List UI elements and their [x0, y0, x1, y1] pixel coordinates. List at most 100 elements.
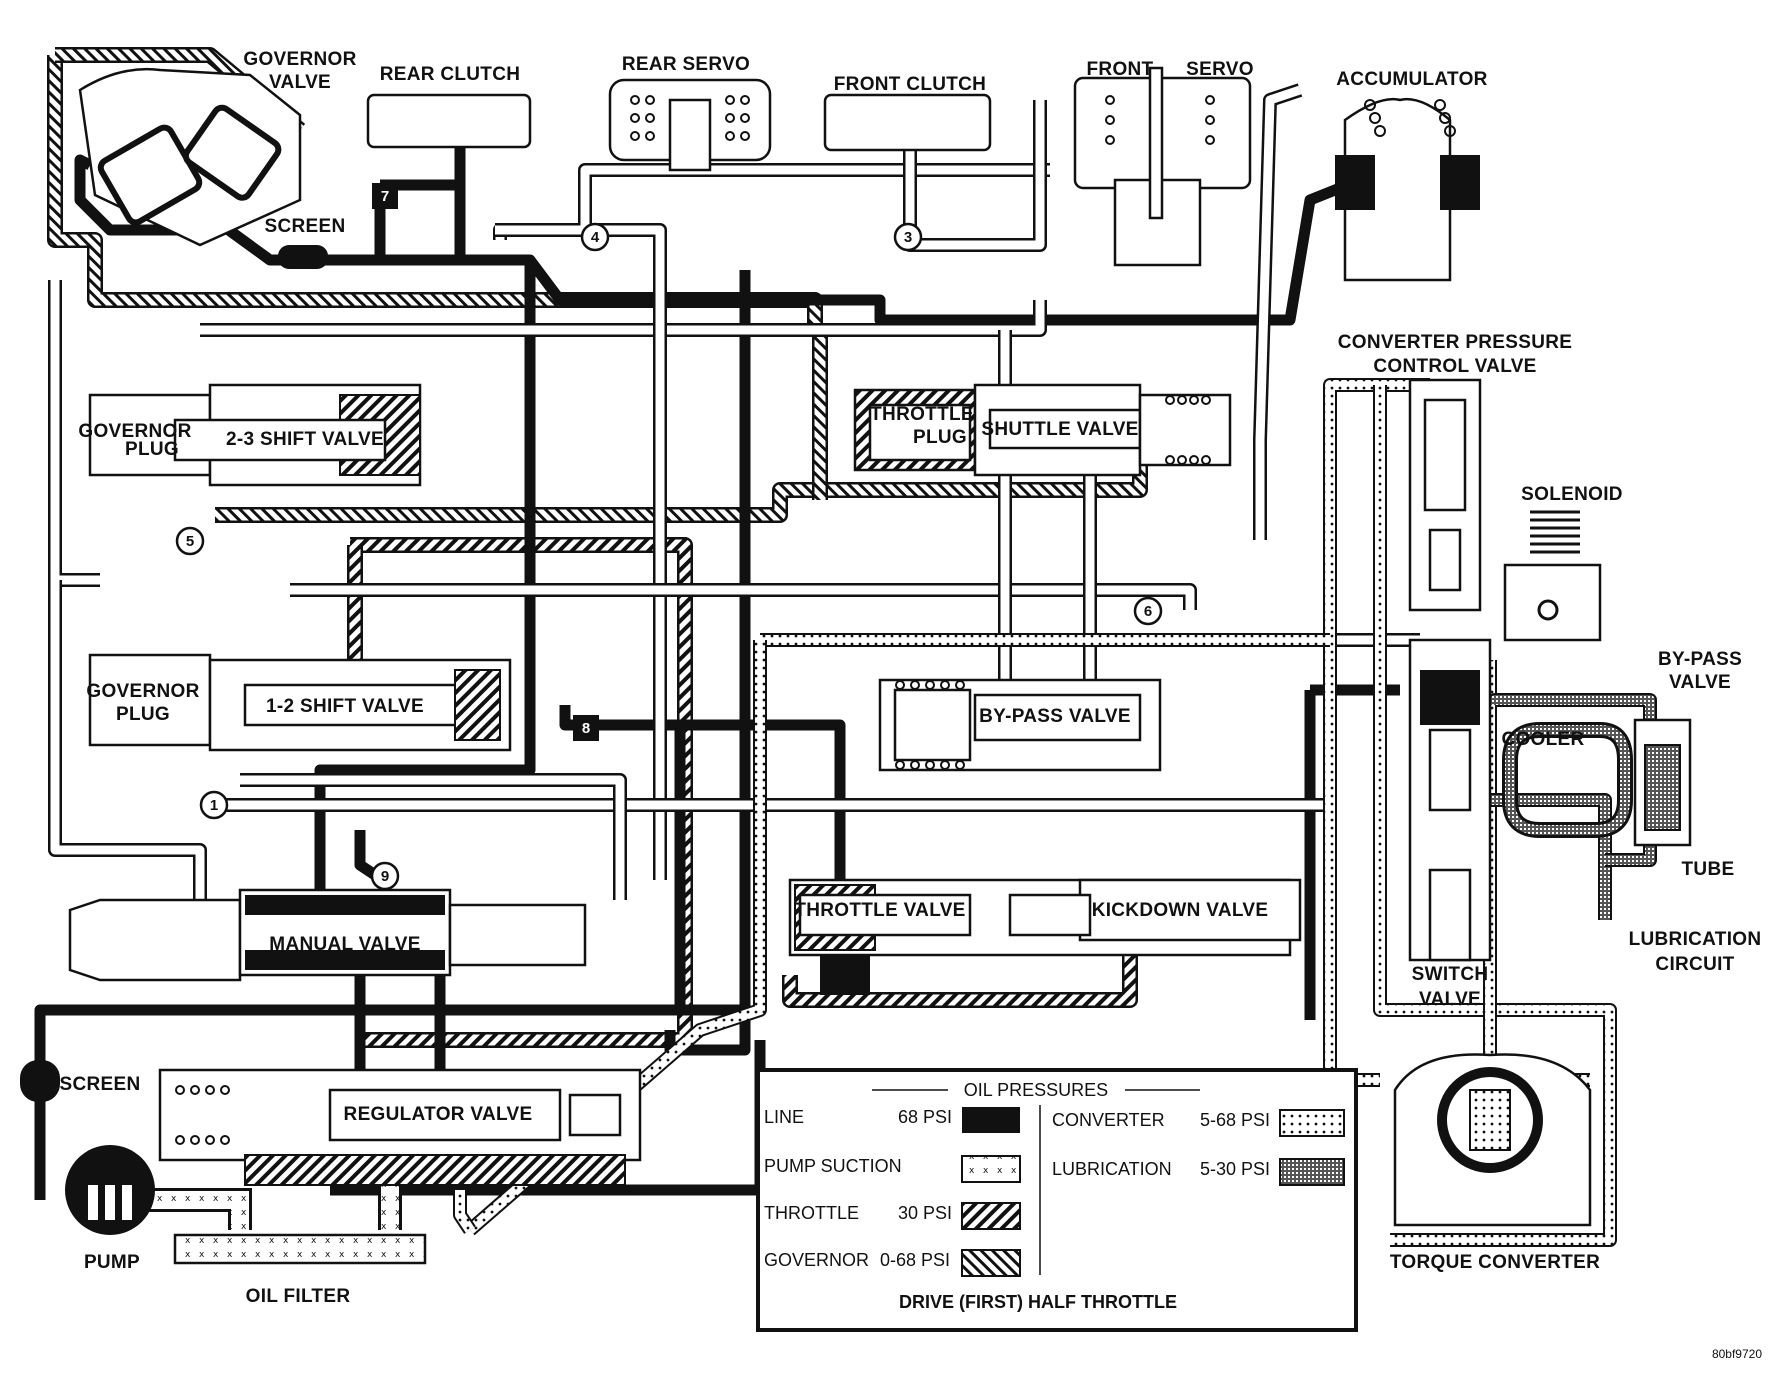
legend-item-lubrication: LUBRICATION 5-30 PSI — [1052, 1158, 1345, 1186]
svg-text:GOVERNOR: GOVERNOR — [86, 681, 199, 702]
node-8: 8 — [573, 715, 599, 741]
screen-top-body — [278, 245, 328, 269]
bypass-valve-right-body — [1633, 718, 1692, 847]
label-shift-valve-12: 1-2 SHIFT VALVE — [266, 696, 424, 717]
component-labels: GOVERNOR VALVE REAR CLUTCH REAR SERVO FR… — [60, 49, 1762, 1307]
svg-text:68 PSI: 68 PSI — [898, 1107, 952, 1127]
label-accumulator: ACCUMULATOR — [1336, 69, 1487, 90]
svg-text:CONVERTER PRESSURE: CONVERTER PRESSURE — [1338, 332, 1573, 353]
label-converter-pressure-control-valve: CONVERTER PRESSURE CONTROL VALVE — [1338, 332, 1573, 377]
svg-text:30 PSI: 30 PSI — [898, 1203, 952, 1223]
manual-valve-body — [68, 888, 587, 982]
label-screen-top: SCREEN — [265, 216, 346, 237]
node-5: 5 — [175, 526, 205, 556]
figure-reference: 80bf9720 — [1712, 1347, 1762, 1361]
pipe-network — [34, 47, 1657, 1247]
svg-text:7: 7 — [381, 188, 389, 205]
node-9: 9 — [370, 861, 400, 891]
switch-valve-body — [1408, 638, 1492, 962]
label-rear-clutch: REAR CLUTCH — [380, 64, 521, 85]
svg-text:LUBRICATION: LUBRICATION — [1629, 929, 1762, 950]
shuttle-valve-body — [853, 383, 1232, 477]
shift-valve-23-body — [88, 383, 422, 487]
solenoid-body — [1503, 510, 1602, 642]
front-clutch-body — [823, 93, 992, 152]
throttle-kickdown-body — [788, 878, 1302, 995]
label-lubrication-circuit: LUBRICATION CIRCUIT — [1629, 929, 1762, 975]
svg-text:CONVERTER: CONVERTER — [1052, 1110, 1165, 1130]
label-shift-valve-23: 2-3 SHIFT VALVE — [226, 429, 384, 450]
node-3: 3 — [893, 222, 923, 252]
regulator-valve-body — [158, 1068, 642, 1186]
svg-text:4: 4 — [591, 229, 600, 246]
svg-text:PLUG: PLUG — [913, 427, 967, 448]
svg-text:FRONT: FRONT — [1087, 59, 1154, 80]
legend-heading: OIL PRESSURES — [964, 1080, 1108, 1100]
label-governor-plug-lower: GOVERNOR PLUG — [86, 681, 199, 725]
label-cooler: COOLER — [1501, 729, 1584, 750]
component-bodies — [20, 66, 1692, 1265]
node-1: 1 — [199, 790, 229, 820]
label-governor-plug-upper: GOVERNOR PLUG — [78, 421, 191, 460]
torque-converter-body — [1393, 1053, 1592, 1227]
label-screen-left: SCREEN — [60, 1074, 141, 1095]
label-torque-converter: TORQUE CONVERTER — [1390, 1252, 1600, 1273]
svg-text:PLUG: PLUG — [116, 704, 170, 725]
svg-text:GOVERNOR: GOVERNOR — [764, 1250, 869, 1270]
front-servo-body — [1073, 66, 1252, 267]
rear-clutch-body — [366, 93, 532, 149]
oil-filter-body — [173, 1233, 427, 1265]
label-solenoid: SOLENOID — [1521, 484, 1623, 505]
cooler-body — [1502, 722, 1633, 838]
label-manual-valve: MANUAL VALVE — [269, 934, 420, 955]
bypass-valve-center-body — [878, 678, 1162, 772]
accumulator-body — [1335, 97, 1480, 282]
svg-text:GOVERNOR: GOVERNOR — [243, 49, 356, 70]
label-shuttle-valve: SHUTTLE VALVE — [981, 419, 1138, 440]
svg-text:5-68 PSI: 5-68 PSI — [1200, 1110, 1270, 1130]
svg-text:VALVE: VALVE — [1669, 672, 1731, 693]
svg-text:9: 9 — [381, 868, 389, 885]
node-4: 4 — [580, 222, 610, 252]
node-7: 7 — [372, 183, 398, 209]
legend-item-pump-suction: PUMP SUCTION — [764, 1155, 1021, 1183]
legend-item-line: LINE 68 PSI — [764, 1107, 1020, 1133]
converter-pressure-control-valve-body — [1408, 378, 1482, 612]
screen-left-body — [20, 1060, 60, 1102]
svg-text:0-68 PSI: 0-68 PSI — [880, 1250, 950, 1270]
shift-valve-12-body — [88, 653, 512, 752]
label-oil-filter: OIL FILTER — [246, 1286, 351, 1307]
svg-text:THROTTLE: THROTTLE — [764, 1203, 859, 1223]
label-throttle-plug: THROTTLE PLUG — [870, 404, 973, 448]
label-pump: PUMP — [84, 1252, 140, 1273]
svg-text:GOVERNOR: GOVERNOR — [78, 421, 191, 442]
label-switch-valve: SWITCH VALVE — [1412, 964, 1489, 1010]
label-regulator-valve: REGULATOR VALVE — [344, 1104, 533, 1125]
label-governor-valve: GOVERNOR VALVE — [243, 49, 356, 93]
svg-text:VALVE: VALVE — [269, 72, 331, 93]
svg-text:PUMP SUCTION: PUMP SUCTION — [764, 1156, 902, 1176]
svg-text:8: 8 — [582, 720, 590, 737]
svg-text:PLUG: PLUG — [125, 439, 179, 460]
legend-item-throttle: THROTTLE 30 PSI — [764, 1202, 1021, 1230]
svg-text:5-30 PSI: 5-30 PSI — [1200, 1159, 1270, 1179]
legend: OIL PRESSURES LINE 68 PSI PUMP SUCTION T… — [756, 1068, 1358, 1332]
label-bypass-valve-center: BY-PASS VALVE — [979, 706, 1131, 727]
rear-servo-body — [608, 78, 772, 172]
svg-text:5: 5 — [186, 533, 194, 550]
label-kickdown-valve: KICKDOWN VALVE — [1092, 900, 1269, 921]
label-tube: TUBE — [1682, 859, 1735, 880]
legend-item-governor: GOVERNOR 0-68 PSI — [764, 1249, 1021, 1277]
label-front-clutch: FRONT CLUTCH — [834, 74, 986, 95]
label-front-servo: FRONT SERVO — [1087, 59, 1254, 80]
svg-text:1: 1 — [210, 797, 218, 814]
legend-item-converter: CONVERTER 5-68 PSI — [1052, 1109, 1345, 1137]
label-rear-servo: REAR SERVO — [622, 54, 750, 75]
node-6: 6 — [1133, 596, 1163, 626]
svg-text:BY-PASS: BY-PASS — [1658, 649, 1742, 670]
svg-text:SWITCH: SWITCH — [1412, 964, 1489, 985]
legend-caption: DRIVE (FIRST) HALF THROTTLE — [899, 1292, 1177, 1312]
pump-body — [65, 1145, 155, 1235]
svg-text:CONTROL VALVE: CONTROL VALVE — [1373, 356, 1536, 377]
